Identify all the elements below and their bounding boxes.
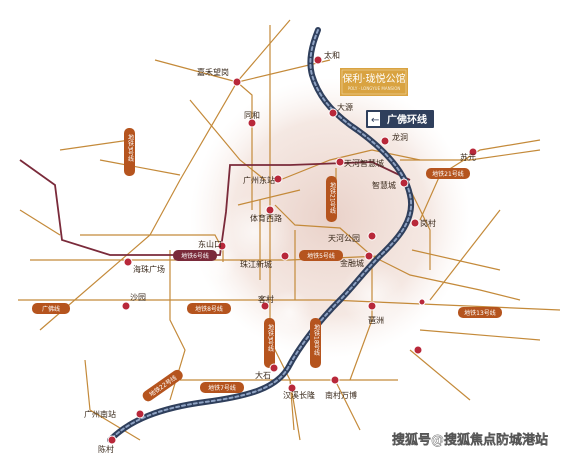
- svg-text:同和: 同和: [244, 111, 260, 120]
- svg-text:南村万博: 南村万博: [325, 390, 357, 400]
- svg-text:地铁6号线: 地铁6号线: [181, 252, 209, 260]
- metro-lines: [18, 19, 561, 441]
- svg-text:地铁21号线: 地铁21号线: [329, 181, 336, 214]
- station-hanxi-changlong: 汉溪长隆: [283, 383, 315, 400]
- station-haizhu-guangchang: 海珠广场: [123, 257, 165, 274]
- svg-text:岗村: 岗村: [420, 218, 436, 228]
- station-tonghe: 同和: [244, 111, 260, 128]
- svg-text:广佛线: 广佛线: [42, 305, 60, 313]
- svg-text:地铁21号线: 地铁21号线: [432, 170, 464, 178]
- svg-text:地铁13号线: 地铁13号线: [464, 309, 496, 317]
- svg-text:广州南站: 广州南站: [84, 409, 116, 419]
- line-tag: 地铁18号线: [310, 318, 321, 368]
- line-tag: 地铁21号线: [326, 176, 337, 222]
- line-tag: 地铁3号线: [124, 128, 135, 176]
- svg-text:地铁8号线: 地铁8号线: [195, 305, 223, 313]
- svg-text:汉溪长隆: 汉溪长隆: [283, 390, 315, 400]
- svg-text:智慧城: 智慧城: [372, 180, 396, 190]
- station-tiyu-xilu: 体育西路: [250, 205, 282, 223]
- station-dashi: 大石: [255, 363, 279, 380]
- svg-text:搜狐号@搜狐焦点防城港站: 搜狐号@搜狐焦点防城港站: [392, 432, 548, 448]
- logo-subtitle: POLY · LONGYUE MANSION: [348, 86, 401, 91]
- svg-text:地铁7号线: 地铁7号线: [208, 384, 236, 392]
- station-tianhe-zhihuicheng: 天河智慧城: [335, 157, 384, 168]
- station-kecun-north: 岗村: [410, 218, 436, 228]
- svg-text:地铁3号线: 地铁3号线: [127, 133, 134, 162]
- line-tag: 地铁21号线: [426, 168, 470, 179]
- svg-text:体育西路: 体育西路: [250, 213, 282, 223]
- station-taihe: 太和: [313, 50, 340, 65]
- svg-text:广州东站: 广州东站: [243, 175, 275, 185]
- svg-text:嘉禾望岗: 嘉禾望岗: [197, 67, 229, 77]
- station-jinrongcheng: 金融城: [340, 251, 374, 268]
- project-logo: 保利·珑悦公馆 POLY · LONGYUE MANSION: [340, 68, 408, 96]
- station-shayuan: 沙园: [121, 293, 146, 311]
- line-tag: 地铁6号线: [173, 250, 217, 261]
- svg-text:龙洞: 龙洞: [392, 132, 408, 142]
- svg-text:琶洲: 琶洲: [368, 316, 384, 325]
- station-misc: [413, 345, 423, 355]
- station-guangzhou-dongzhan: 广州东站: [243, 174, 283, 185]
- svg-text:沙园: 沙园: [130, 293, 146, 302]
- logo-title: 保利·珑悦公馆: [342, 72, 405, 85]
- station-misc: [418, 298, 426, 306]
- svg-text:大石: 大石: [255, 370, 271, 380]
- station-suyuan: 苏元: [460, 147, 478, 162]
- svg-text:地铁3号线: 地铁3号线: [267, 323, 274, 352]
- area-glow-inner: [217, 194, 293, 270]
- svg-text:金融城: 金融城: [340, 258, 364, 268]
- stations: 太和 嘉禾望岗 同和 大源 龙洞 天河智慧城 苏元 智慧城 广州东站 体育西路 …: [84, 50, 478, 454]
- ring-line: [107, 27, 415, 443]
- station-tianhe-gongyuan: 天河公园: [328, 231, 377, 243]
- line-tag: 地铁5号线: [299, 250, 343, 261]
- line-tag: 地铁3号线: [264, 318, 275, 368]
- ring-line-label: 广佛环线: [387, 113, 427, 126]
- svg-text:海珠广场: 海珠广场: [133, 264, 165, 274]
- watermark: 搜狐号@搜狐焦点防城港站: [392, 432, 548, 448]
- station-kecun: 客村: [258, 294, 274, 311]
- line-tags: 地铁3号线 地铁6号线 地铁5号线 地铁21号线 地铁21号线 地铁13号线 广…: [32, 128, 502, 402]
- svg-text:东山口: 东山口: [198, 239, 222, 249]
- svg-text:苏元: 苏元: [460, 152, 476, 162]
- station-dayuan: 大源: [328, 102, 353, 118]
- line-tag: 地铁7号线: [200, 382, 244, 393]
- station-dongshankou: 东山口: [198, 239, 227, 251]
- line-6: [19, 159, 411, 256]
- area-glow-inner: [268, 290, 312, 334]
- station-zhihuicheng: 智慧城: [372, 178, 409, 190]
- station-jiahe-wanggang: 嘉禾望岗: [197, 67, 242, 87]
- area-glow-inner: [312, 344, 368, 400]
- ring-line-badge: ← 广佛环线: [366, 110, 434, 128]
- svg-text:珠江新城: 珠江新城: [240, 259, 272, 269]
- station-guangzhou-nanzhan: 广州南站: [84, 409, 145, 419]
- station-chencun: 陈村: [98, 435, 117, 454]
- svg-text:地铁18号线: 地铁18号线: [313, 323, 320, 356]
- station-zhujiang-xincheng: 珠江新城: [240, 251, 290, 269]
- svg-text:太和: 太和: [324, 50, 340, 60]
- line-tag: 广佛线: [32, 303, 70, 314]
- svg-text:大源: 大源: [337, 102, 353, 112]
- svg-text:天河智慧城: 天河智慧城: [344, 158, 384, 168]
- svg-text:客村: 客村: [258, 294, 274, 304]
- station-longdong: 龙洞: [380, 132, 408, 146]
- line-tag: 地铁22号线: [142, 369, 183, 402]
- station-pazhou: 琶洲: [367, 301, 384, 325]
- svg-text:地铁5号线: 地铁5号线: [307, 252, 335, 260]
- arrow-left-icon: ←: [371, 115, 379, 126]
- line-tag: 地铁8号线: [187, 303, 231, 314]
- svg-text:陈村: 陈村: [98, 444, 114, 454]
- line-tag: 地铁13号线: [458, 307, 502, 318]
- svg-text:天河公园: 天河公园: [328, 233, 360, 243]
- station-nancun-wanbo: 南村万博: [325, 375, 357, 400]
